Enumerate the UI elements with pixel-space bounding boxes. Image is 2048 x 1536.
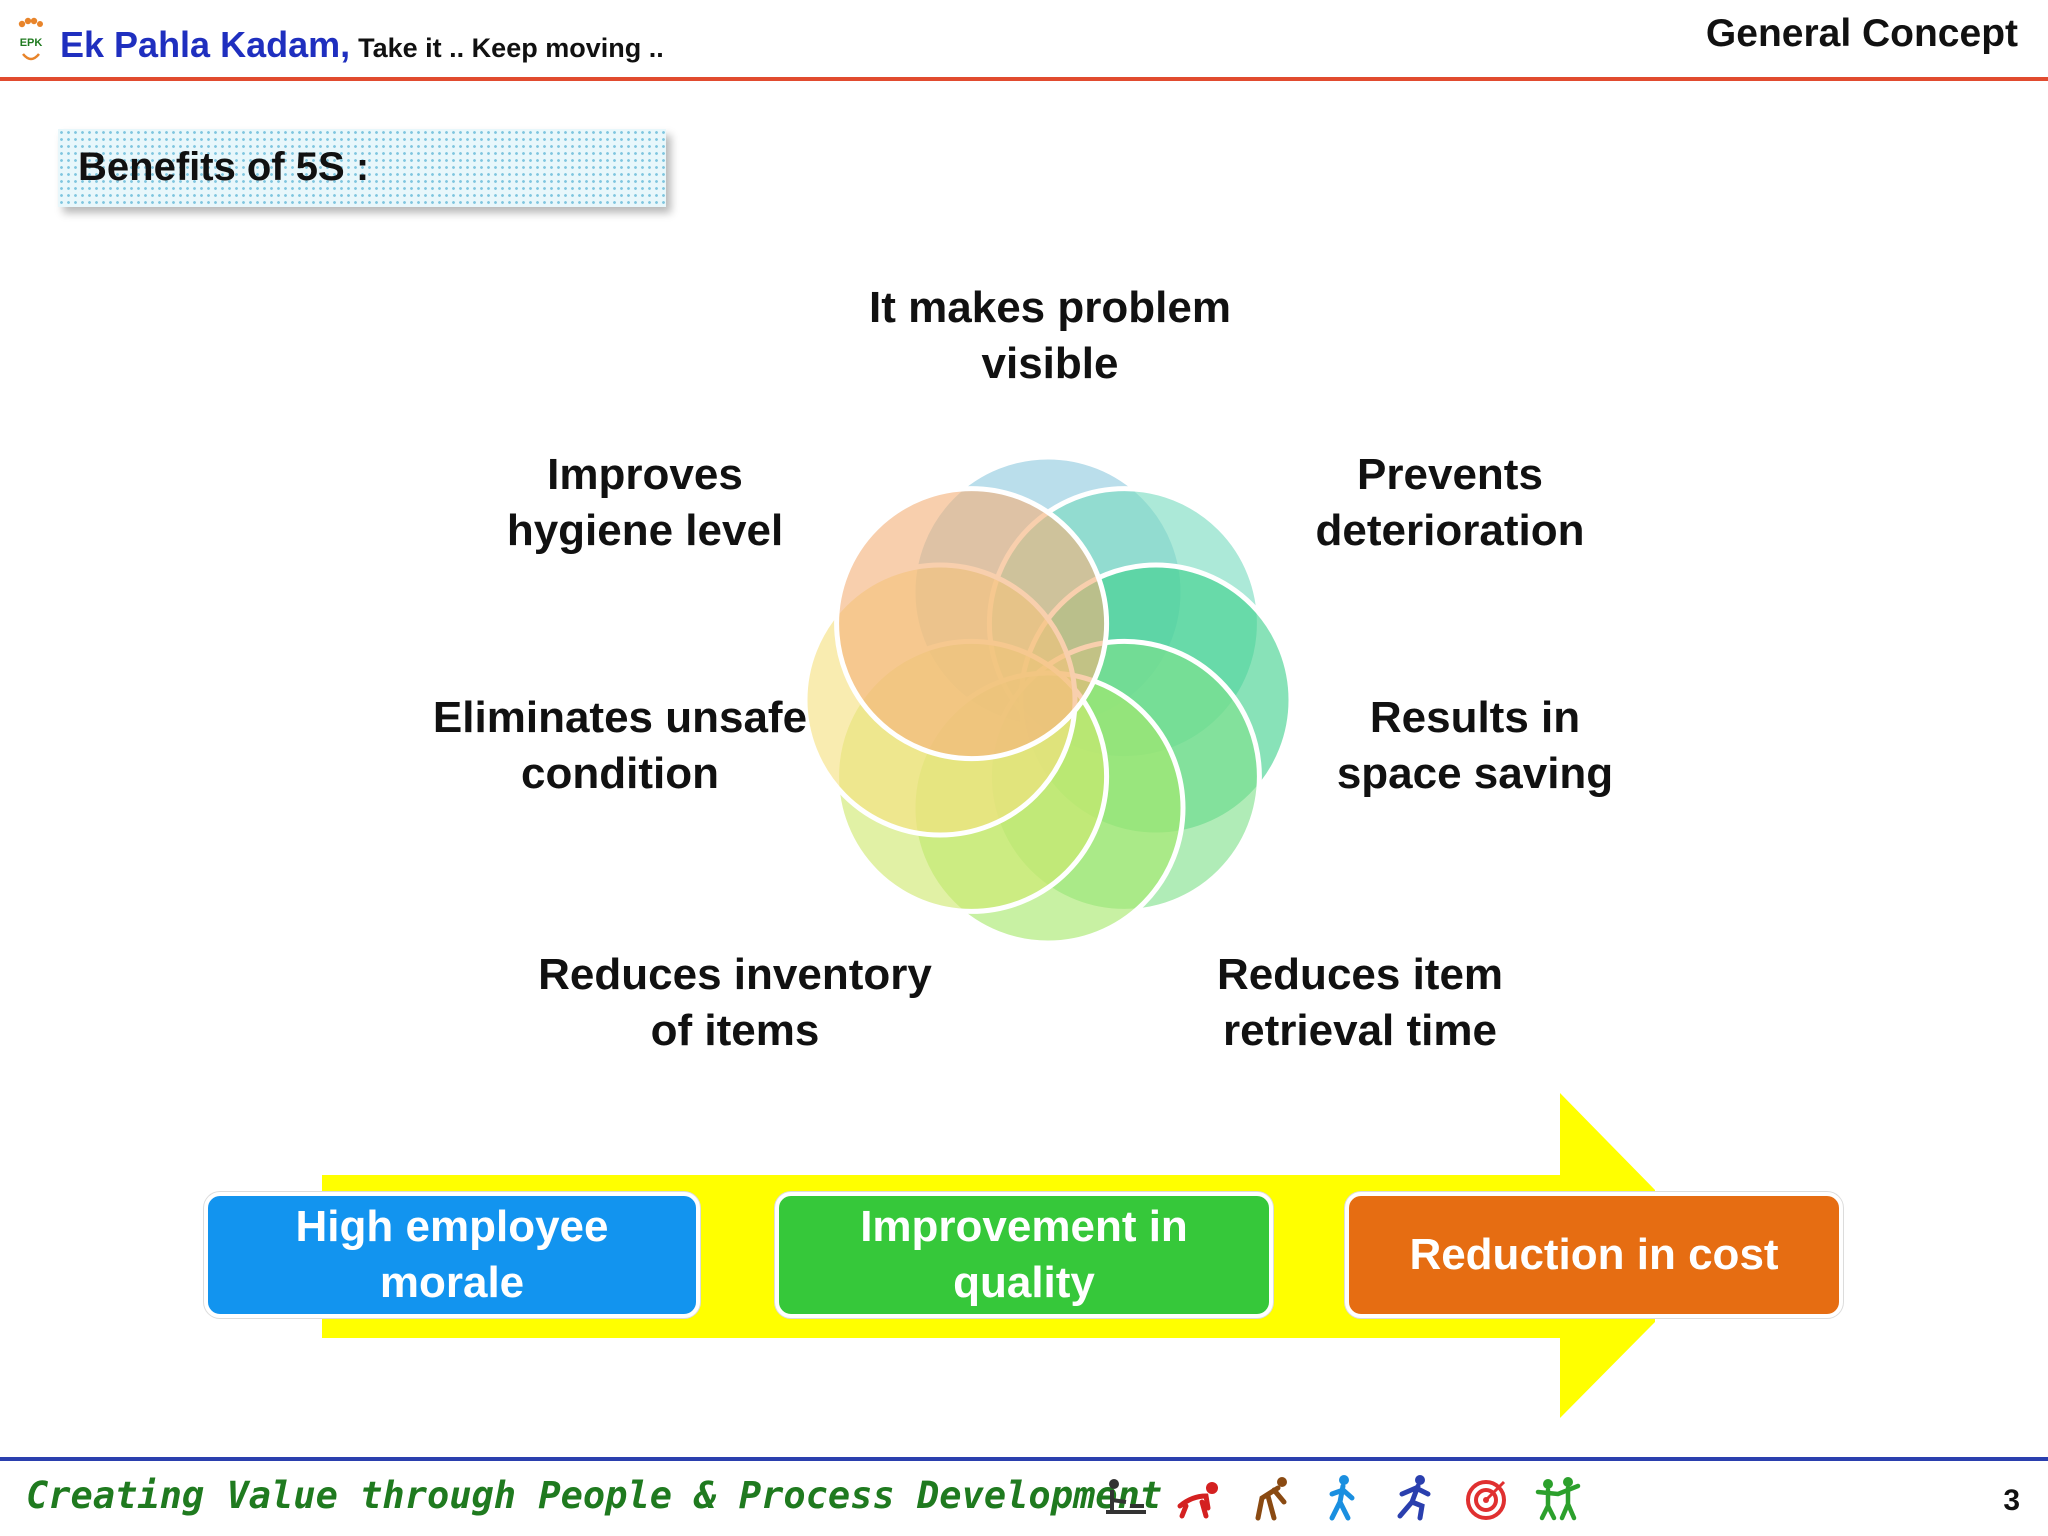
benefits-title-box: Benefits of 5S : [58, 129, 666, 207]
outcome-employee-morale: High employee morale [204, 1192, 700, 1318]
benefits-title: Benefits of 5S : [78, 145, 370, 189]
label-space-saving: Results in space saving [1336, 693, 1614, 798]
brand-name: Ek Pahla Kadam, [60, 24, 351, 65]
label-inventory: Reduces inventory of items [538, 950, 932, 1055]
outcome-cost-text: Reduction in cost [1409, 1230, 1779, 1279]
outcome-quality: Improvement in quality [775, 1192, 1273, 1318]
stooping-person-icon [1255, 1477, 1287, 1521]
label-deterioration: Prevents deterioration [1315, 450, 1585, 555]
outcome-cost: Reduction in cost [1345, 1192, 1843, 1318]
outcome-employee-morale-text: High employee morale [295, 1202, 609, 1307]
outcome-quality-text: Improvement in quality [860, 1202, 1188, 1307]
walking-person-icon [1329, 1475, 1355, 1521]
label-retrieval-time: Reduces item retrieval time [1216, 950, 1504, 1055]
header: EPK Ek Pahla Kadam,Take it .. Keep movin… [0, 0, 2048, 81]
header-divider [0, 77, 2048, 81]
logo-text: EPK [20, 37, 43, 49]
baby-crib-icon [1106, 1479, 1146, 1514]
footer-divider [0, 1457, 2048, 1461]
brand: Ek Pahla Kadam,Take it .. Keep moving .. [60, 24, 664, 66]
brand-tagline: Take it .. Keep moving .. [358, 33, 664, 63]
target-icon [1466, 1480, 1506, 1520]
label-unsafe-condition: Eliminates unsafe condition [432, 693, 808, 798]
label-hygiene: Improves hygiene level [506, 450, 784, 555]
footer-slogan: Creating Value through People & Process … [26, 1474, 1163, 1517]
section-title: General Concept [1705, 12, 2018, 55]
footer-icons [1100, 1472, 1584, 1524]
crawling-baby-icon [1177, 1482, 1218, 1519]
running-person-icon [1397, 1475, 1431, 1521]
team-celebrate-icon [1535, 1477, 1581, 1521]
page-number: 3 [2003, 1484, 2020, 1517]
label-problem-visible: It makes problem visible [869, 283, 1231, 388]
flower-petal [834, 486, 1110, 762]
footprint-logo-icon: EPK [18, 17, 43, 61]
